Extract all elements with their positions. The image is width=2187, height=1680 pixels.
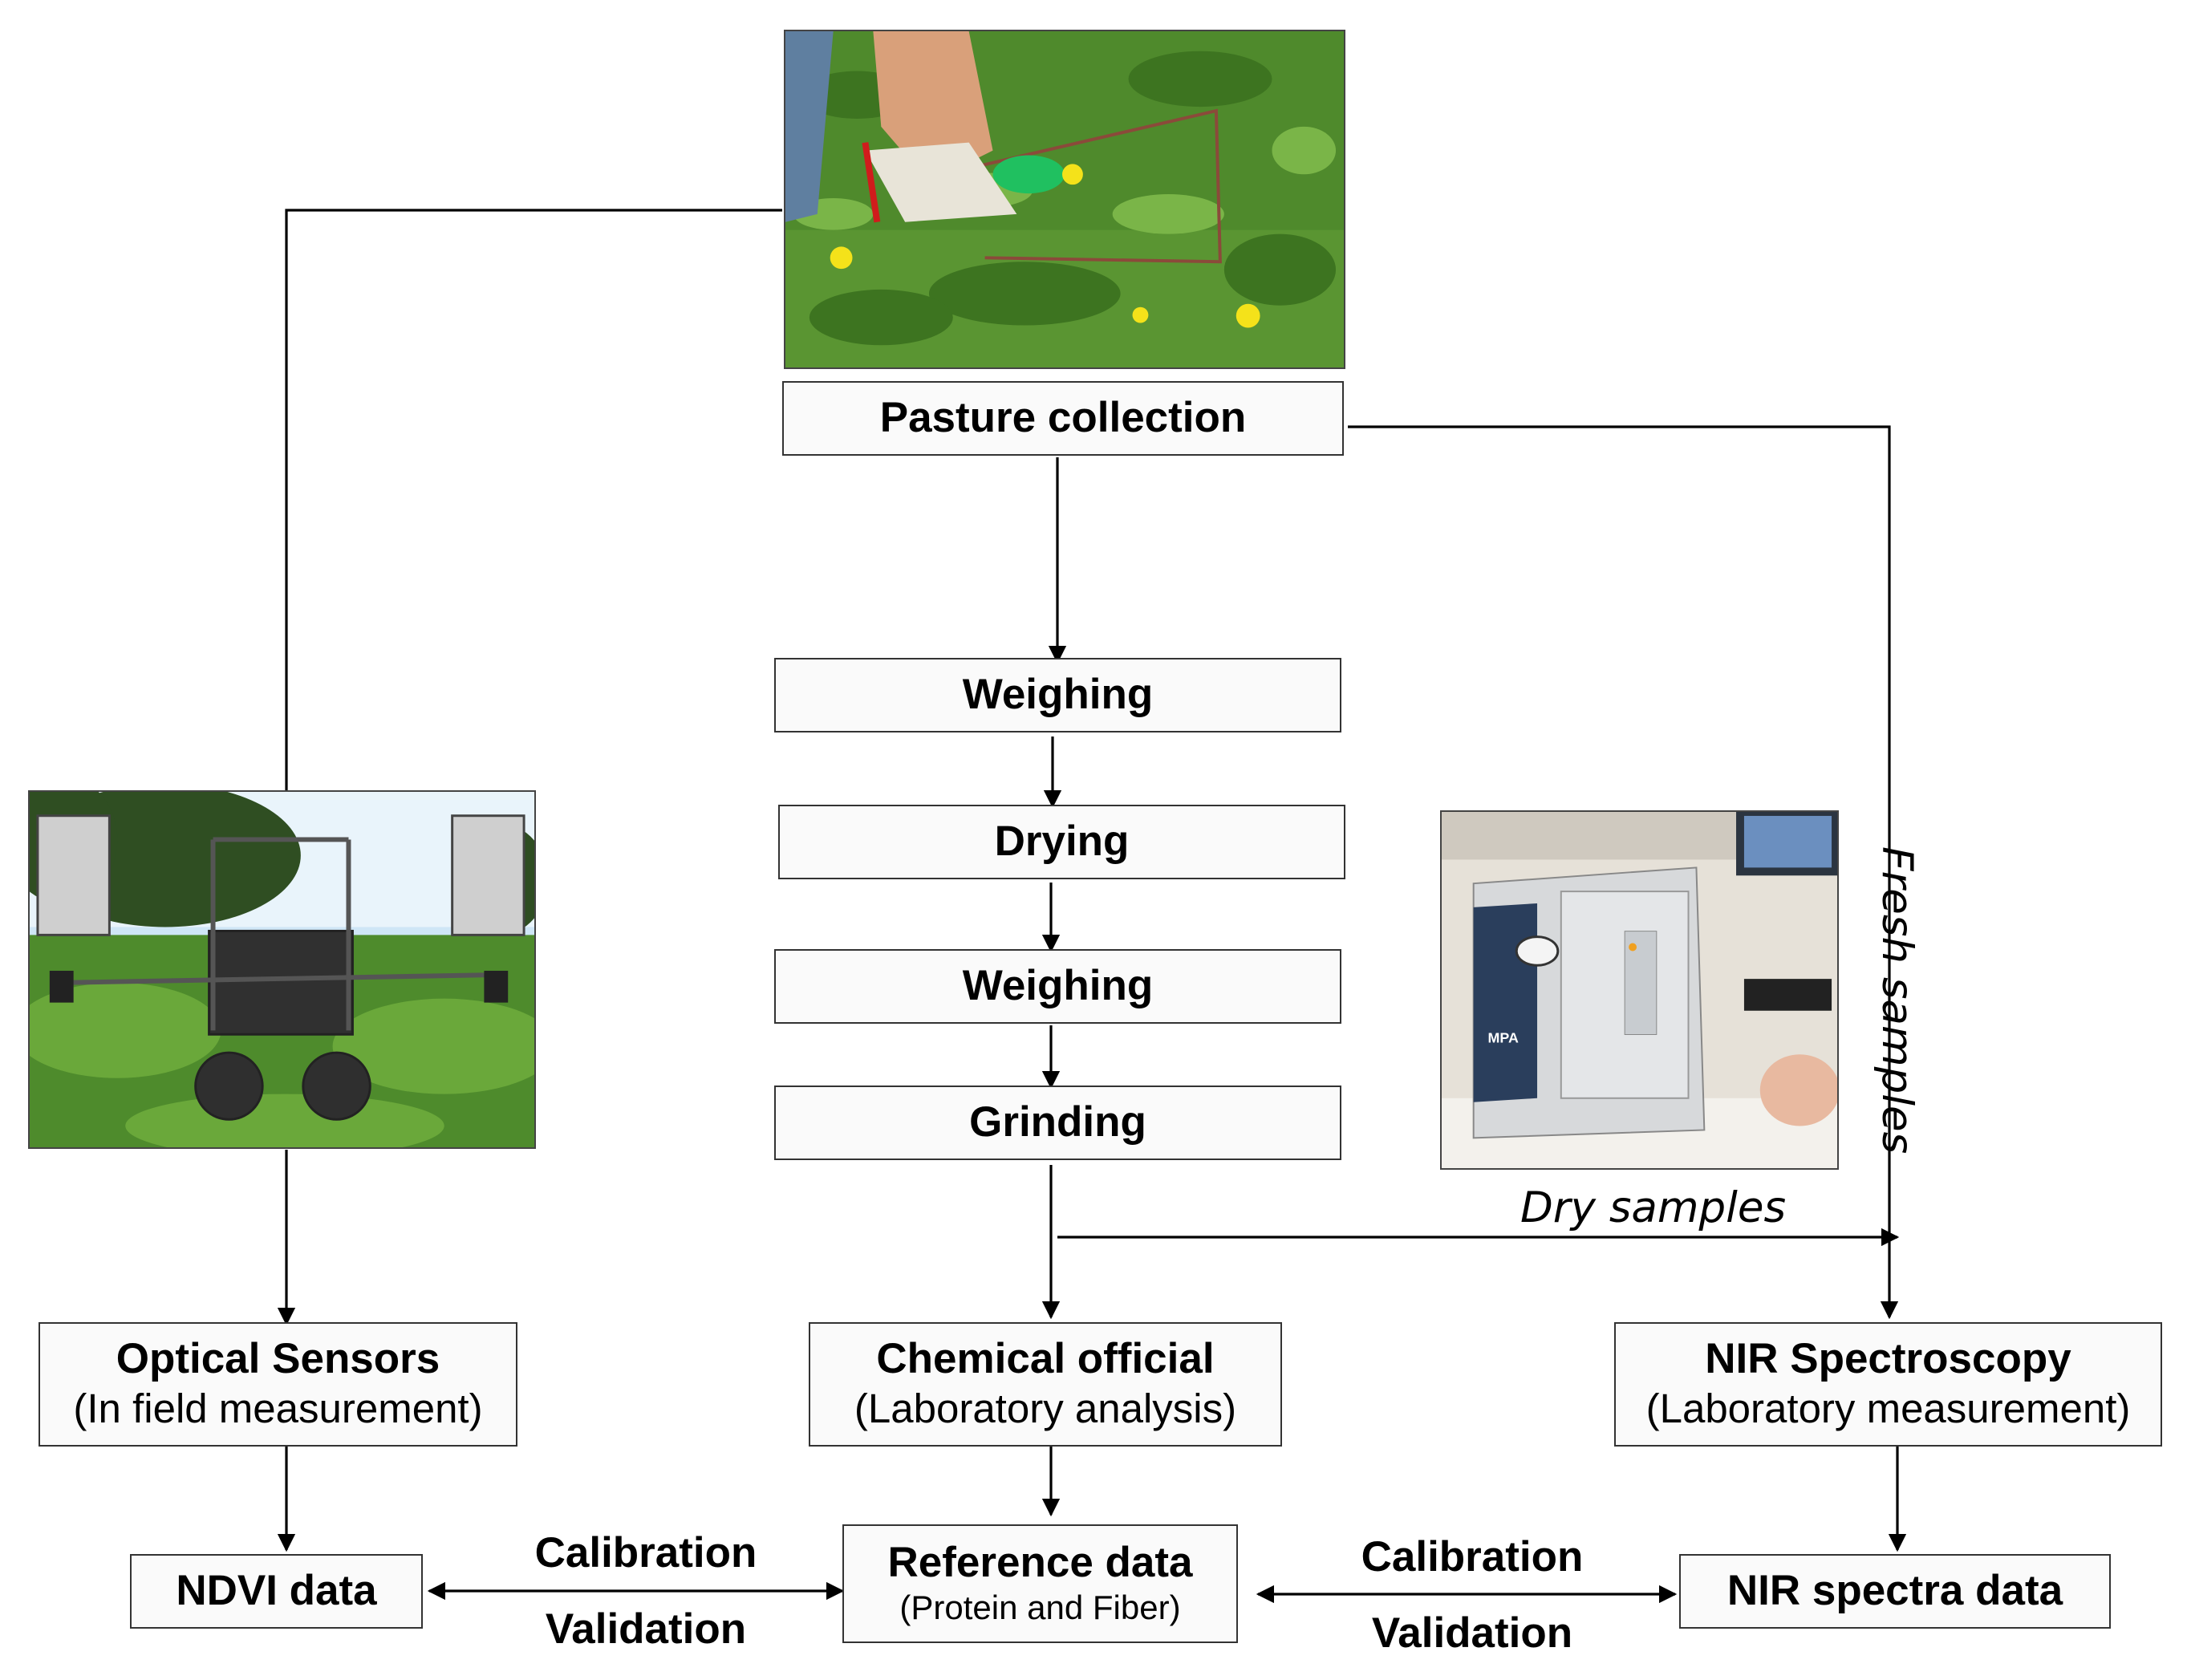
ndvi-data-box: NDVI data [130, 1554, 423, 1629]
validation-right-label: Validation [1371, 1609, 1573, 1657]
optical-sensors-box: Optical Sensors (In field measurement) [39, 1322, 517, 1447]
drying-label: Drying [994, 818, 1130, 866]
pasture-photo [784, 30, 1345, 369]
nir-instrument-photo: MPA [1440, 810, 1839, 1170]
calibration-right-label: Calibration [1361, 1533, 1584, 1581]
chemical-official-box: Chemical official (Laboratory analysis) [809, 1322, 1282, 1447]
calibration-left-label: Calibration [534, 1529, 757, 1577]
reference-data-box: Reference data (Protein and Fiber) [842, 1524, 1238, 1643]
ndvi-data-label: NDVI data [176, 1567, 377, 1615]
weighing-label-2: Weighing [962, 962, 1154, 1010]
dry-samples-label: Dry samples [1520, 1183, 1787, 1232]
connector-pasture-to-field [285, 209, 782, 793]
chemical-official-title: Chemical official [876, 1335, 1215, 1383]
arrow-fresh-samples [1348, 425, 1899, 1320]
fresh-samples-label: Fresh samples [1873, 846, 1921, 1154]
mpa-label: MPA [1488, 1029, 1519, 1045]
field-vehicle-photo [28, 790, 536, 1149]
nir-spectroscopy-title: NIR Spectroscopy [1705, 1335, 2071, 1383]
nir-spectra-data-label: NIR spectra data [1726, 1567, 2063, 1615]
reference-data-title: Reference data [887, 1539, 1193, 1587]
pasture-collection-box: Pasture collection [782, 381, 1344, 456]
optical-sensors-subtitle: (In field measurement) [73, 1386, 483, 1432]
reference-data-subtitle: (Protein and Fiber) [899, 1589, 1181, 1627]
validation-left-label: Validation [545, 1605, 747, 1653]
weighing-box-2: Weighing [774, 949, 1341, 1024]
drying-box: Drying [778, 805, 1345, 879]
grinding-label: Grinding [969, 1098, 1146, 1146]
grinding-box: Grinding [774, 1086, 1341, 1160]
nir-spectra-data-box: NIR spectra data [1679, 1554, 2111, 1629]
pasture-collection-label: Pasture collection [879, 394, 1247, 442]
weighing-label-1: Weighing [962, 671, 1154, 719]
optical-sensors-title: Optical Sensors [116, 1335, 440, 1383]
weighing-box-1: Weighing [774, 658, 1341, 732]
nir-spectroscopy-box: NIR Spectroscopy (Laboratory measurement… [1614, 1322, 2162, 1447]
chemical-official-subtitle: (Laboratory analysis) [854, 1386, 1237, 1432]
nir-spectroscopy-subtitle: (Laboratory measurement) [1645, 1386, 2131, 1432]
